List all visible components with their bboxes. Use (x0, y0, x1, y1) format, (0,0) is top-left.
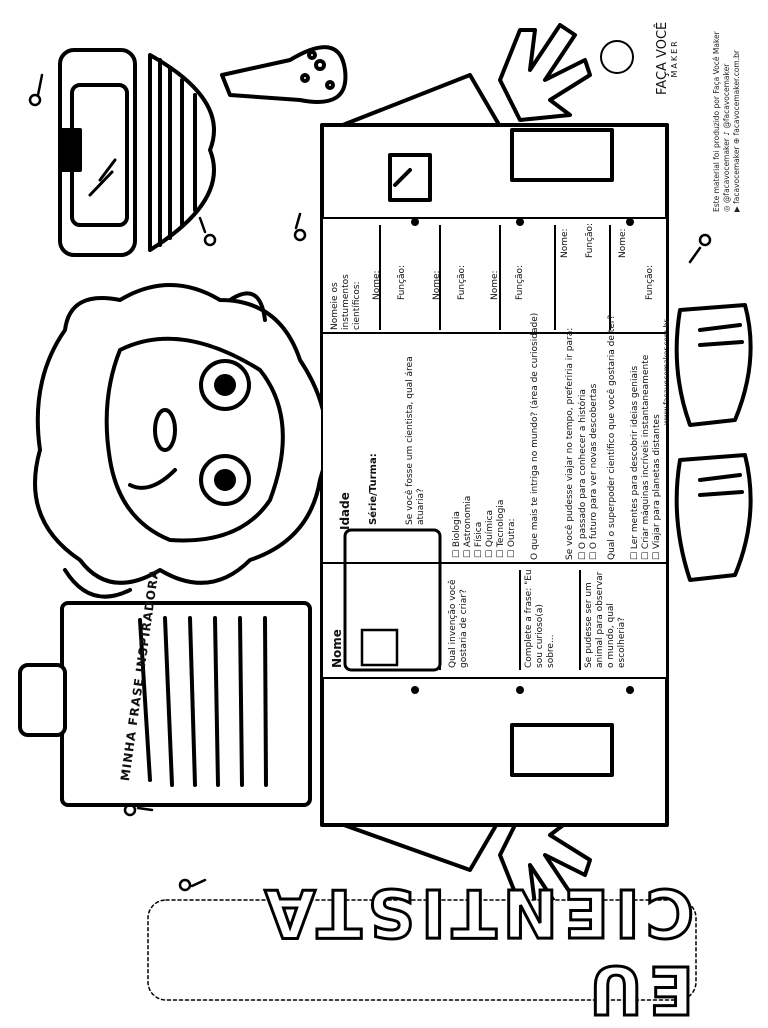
q-viajar: Se você pudesse viajar no tempo, preferi… (565, 327, 575, 560)
q-area: Se você fosse um cientista, qual área at… (405, 335, 427, 525)
area-option[interactable]: ☐ Tecnologia (496, 499, 506, 558)
clipboard-icon (18, 601, 312, 807)
field-serie: Série/Turma: (368, 453, 379, 525)
field-nome: Nome (330, 629, 344, 668)
brand-sub: MAKER (670, 39, 679, 78)
instruments-prompt: Nomeie os instumentos científicos: (330, 230, 363, 330)
area-option-label: Astronomia (463, 495, 473, 548)
q-invencao-text: Qual invenção você gostaria de criar? (448, 579, 469, 668)
viajar-option-label: O passado para conhecer a história (578, 389, 588, 550)
area-option[interactable]: ☐ Outra: (507, 518, 517, 558)
credits-instagram: @facavocemaker (722, 138, 731, 204)
area-option-label: Física (474, 521, 484, 548)
flask-icon (220, 45, 348, 104)
area-option[interactable]: ☐ Biologia (452, 511, 462, 558)
instruments-prompt-text: Nomeie os instumentos científicos: (330, 274, 362, 330)
q-frase-text: Complete a frase: "Eu sou curioso(a) sob… (524, 569, 556, 668)
q-intriga: O que mais te intriga no mundo? (área de… (530, 312, 540, 560)
q-invencao: Qual invenção você gostaria de criar? (448, 578, 470, 668)
instrument-2-funcao: Função: (457, 264, 467, 300)
area-option-label: Química (485, 510, 495, 548)
q-frase: Complete a frase: "Eu sou curioso(a) sob… (524, 568, 557, 668)
area-option-label: Tecnologia (496, 499, 506, 548)
lightbulb-icon (600, 40, 634, 74)
q-area-text: Se você fosse um cientista, qual área at… (405, 356, 426, 525)
area-options: ☐ Biologia ☐ Astronomia ☐ Física ☐ Quími… (452, 496, 518, 558)
shoe-icon (674, 303, 753, 582)
scientist-head-icon (33, 283, 329, 599)
viajar-option[interactable]: ☐ O passado para conhecer a história (578, 389, 588, 560)
area-option[interactable]: ☐ Física (474, 521, 484, 558)
superpoder-option-label: Viajar para planetas distantes (652, 414, 662, 550)
tiktok-icon: ♪ (722, 128, 731, 136)
field-idade: Idade (338, 492, 352, 530)
superpoder-option[interactable]: ☐ Criar máquinas incríveis instantaneame… (641, 354, 651, 560)
superpoder-options: ☐ Ler mentes para descobrir ideias genia… (630, 355, 663, 560)
bowl-icon (148, 53, 216, 252)
q-animal-text: Se pudesse ser um animal para observar o… (584, 571, 627, 668)
brand-name: FAÇA VOCÊ (655, 21, 670, 95)
youtube-icon: ▶ (732, 203, 741, 212)
goggles-icon (58, 48, 137, 257)
globe-icon: ⊕ (732, 135, 741, 145)
viajar-options: ☐ O passado para conhecer a história ☐ O… (578, 384, 600, 560)
credits-tiktok: @facavocemaker (722, 63, 731, 129)
scissors-icon (28, 73, 712, 892)
q-superpoder: Qual o superpoder científico que você go… (607, 314, 617, 560)
brand-logo: FAÇA VOCÊ MAKER (655, 22, 679, 95)
credits: Este material foi produzido por Faça Voc… (712, 31, 742, 212)
area-option[interactable]: ☐ Astronomia (463, 495, 473, 558)
instrument-2-nome: Nome: (432, 270, 442, 300)
area-option-label: Outra: (507, 518, 517, 548)
instrument-1-funcao: Função: (397, 264, 407, 300)
title-banner-frame (147, 899, 697, 1001)
credits-site: facavocemaker.com.br (732, 50, 741, 136)
title-banner: EU CIENTISTA (150, 873, 695, 1028)
superpoder-option-label: Criar máquinas incríveis instantaneament… (641, 354, 651, 550)
viajar-option[interactable]: ☐ O futuro para ver novas descobertas (589, 383, 599, 560)
area-option-label: Biologia (452, 511, 462, 548)
viajar-option-label: O futuro para ver novas descobertas (589, 383, 599, 550)
instrument-4-nome: Nome: (560, 228, 570, 258)
instrument-3-nome: Nome: (490, 270, 500, 300)
area-option[interactable]: ☐ Química (485, 510, 495, 558)
q-animal: Se pudesse ser um animal para observar o… (584, 568, 628, 668)
credits-youtube: facavocemaker (732, 146, 741, 204)
superpoder-option-label: Ler mentes para descobrir ideias geniais (630, 365, 640, 550)
superpoder-option[interactable]: ☐ Ler mentes para descobrir ideias genia… (630, 365, 640, 560)
instrument-3-funcao: Função: (515, 264, 525, 300)
instrument-5-funcao: Função: (645, 264, 655, 300)
credits-line1: Este material foi produzido por Faça Voc… (712, 31, 721, 212)
instrument-1-nome: Nome: (372, 270, 382, 300)
title-text: EU CIENTISTA (257, 873, 695, 1028)
instagram-icon: ◎ (722, 203, 731, 212)
instrument-5-nome: Nome: (618, 228, 628, 258)
form-site: www.facavocemaker.com.br (662, 319, 671, 425)
instrument-4-funcao: Função: (585, 222, 595, 258)
